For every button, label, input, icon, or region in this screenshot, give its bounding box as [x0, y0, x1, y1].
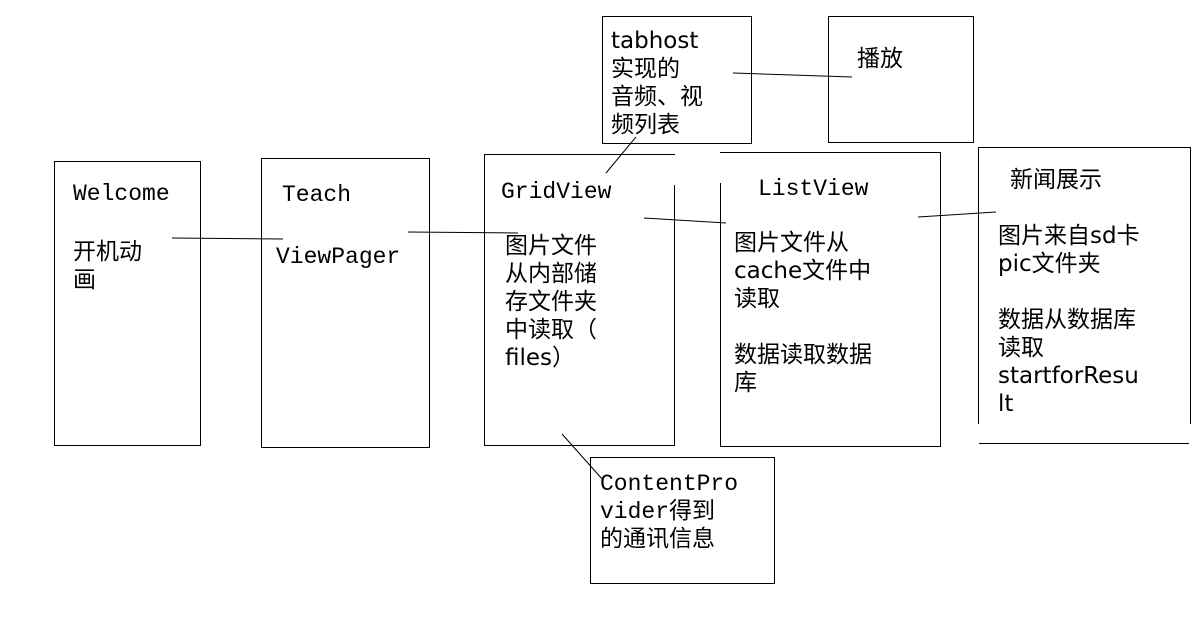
gridview-desc: 图片文件 从内部储 存文件夹 中读取（ files） — [505, 233, 597, 371]
news-border-gap-right — [1189, 424, 1192, 445]
news-title: 新闻展示 — [1010, 167, 1102, 193]
welcome-desc: 开机动 画 — [73, 239, 142, 293]
teach-desc: ViewPager — [276, 244, 401, 270]
link-teach-gridview — [407, 231, 519, 234]
news-desc: 图片来自sd卡 pic文件夹 数据从数据库 读取 startforResu lt — [998, 223, 1140, 417]
news-border-gap-left — [977, 424, 979, 445]
listview-border-gap — [719, 153, 721, 183]
welcome-box: Welcome 开机动 画 — [54, 161, 201, 446]
link-listview-news — [917, 211, 997, 218]
link-gridview-contentprovider — [561, 433, 604, 481]
contentprovider-box: ContentPro vider得到 的通讯信息 — [590, 457, 775, 584]
tabhost-desc: tabhost 实现的 音频、视 频列表 — [611, 28, 703, 138]
news-box: 新闻展示 图片来自sd卡 pic文件夹 数据从数据库 读取 startforRe… — [978, 147, 1191, 444]
gridview-box: GridView 图片文件 从内部储 存文件夹 中读取（ files） — [484, 154, 675, 446]
play-box: 播放 — [828, 16, 974, 143]
listview-box: ListView 图片文件从 cache文件中 读取 数据读取数据 库 — [720, 152, 941, 447]
teach-box: Teach ViewPager — [261, 158, 430, 448]
gridview-title: GridView — [501, 179, 612, 205]
play-label: 播放 — [857, 46, 903, 72]
listview-title: ListView — [758, 176, 869, 202]
teach-title: Teach — [282, 182, 352, 208]
listview-desc: 图片文件从 cache文件中 读取 数据读取数据 库 — [734, 230, 872, 396]
link-welcome-teach — [171, 237, 284, 240]
gridview-border-gap — [674, 155, 676, 185]
welcome-title: Welcome — [73, 181, 170, 207]
link-gridview-listview — [643, 217, 727, 224]
contentprovider-desc: ContentPro vider得到 的通讯信息 — [600, 471, 739, 553]
tabhost-box: tabhost 实现的 音频、视 频列表 — [602, 16, 752, 144]
link-tabhost-play — [732, 72, 853, 78]
